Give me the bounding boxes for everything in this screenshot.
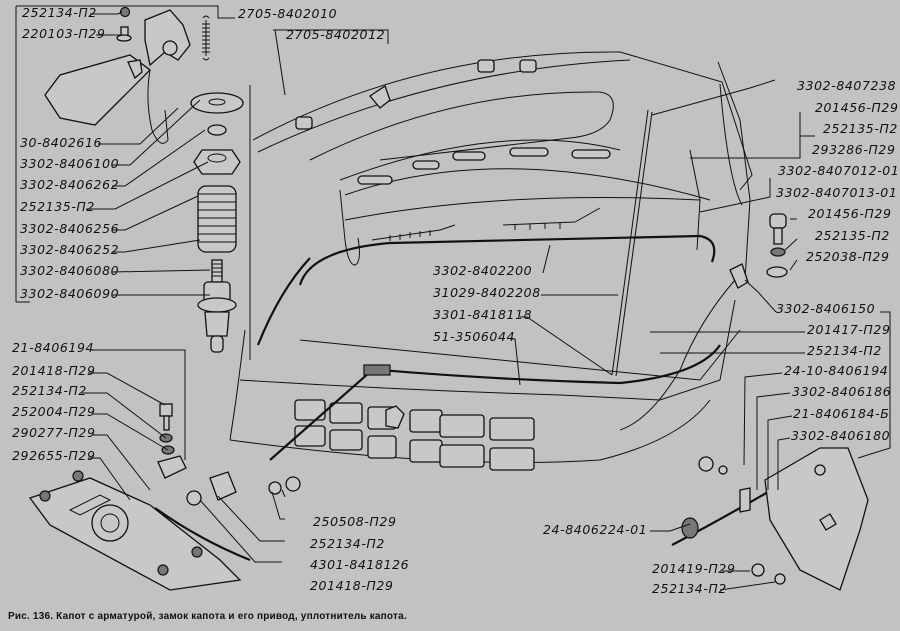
part-label: 3302-8406256 — [20, 221, 120, 236]
hood-lock-bracket — [44, 6, 191, 144]
part-label: 2705-8402012 — [286, 27, 386, 42]
part-label: 3302-8407238 — [797, 78, 897, 93]
part-label: 31029-8402208 — [433, 285, 541, 300]
hood — [252, 51, 753, 377]
top-left-bracket-frame — [15, 5, 389, 303]
part-label: 3302-8406262 — [20, 177, 120, 192]
part-label: 201456-П29 — [815, 100, 899, 115]
part-label: 201456-П29 — [808, 206, 892, 221]
part-label: 3302-8406150 — [776, 301, 876, 316]
part-label: 24-8406224-01 — [543, 522, 648, 537]
part-label: 292655-П29 — [12, 448, 96, 463]
part-label: 201419-П29 — [652, 561, 736, 576]
part-label: 220103-П29 — [22, 26, 106, 41]
part-label: 252134-П2 — [310, 536, 385, 551]
leader-lines — [82, 11, 891, 591]
part-label: 3302-8406100 — [20, 156, 120, 171]
part-label: 252134-П2 — [22, 5, 97, 20]
part-label: 3302-8406090 — [20, 286, 120, 301]
part-label: 252004-П29 — [12, 404, 96, 419]
tension-spring — [202, 15, 210, 61]
part-label: 252134-П2 — [12, 383, 87, 398]
part-label: 3302-8406252 — [20, 242, 120, 257]
part-label: 3302-8406080 — [20, 263, 120, 278]
part-label: 252135-П2 — [20, 199, 95, 214]
part-label: 250508-П29 — [313, 514, 397, 529]
part-label: 3301-8418118 — [433, 307, 533, 322]
part-label: 21-8406184-Б — [793, 406, 890, 421]
part-label: 2705-8402010 — [238, 6, 338, 21]
lock-release-cable — [619, 213, 869, 591]
part-label: 252135-П2 — [815, 228, 890, 243]
part-label: 21-8406194 — [12, 340, 95, 355]
part-label: 201418-П29 — [12, 363, 96, 378]
part-label: 3302-8407013-01 — [776, 185, 898, 200]
part-label: 3302-8406180 — [791, 428, 891, 443]
part-label: 4301-8418126 — [310, 557, 410, 572]
part-label: 30-8402616 — [20, 135, 103, 150]
part-label: 252134-П2 — [807, 343, 882, 358]
part-label: 252135-П2 — [823, 121, 898, 136]
front-grille — [229, 299, 741, 471]
lock-pin-assembly — [190, 92, 244, 353]
part-label: 252038-П29 — [806, 249, 890, 264]
part-label: 201418-П29 — [310, 578, 394, 593]
part-label: 293286-П29 — [812, 142, 896, 157]
part-label: 51-3506044 — [433, 329, 516, 344]
part-label: 3302-8407012-01 — [778, 163, 900, 178]
part-label: 3302-8402200 — [433, 263, 533, 278]
part-label: 3302-8406186 — [792, 384, 892, 399]
part-label: 201417-П29 — [807, 322, 891, 337]
figure-caption: Рис. 136. Капот с арматурой, замок капот… — [8, 611, 407, 622]
part-label: 252134-П2 — [652, 581, 727, 596]
part-label: 24-10-8406194 — [784, 363, 889, 378]
part-label: 290277-П29 — [12, 425, 96, 440]
hood-lock-plate — [28, 403, 301, 591]
